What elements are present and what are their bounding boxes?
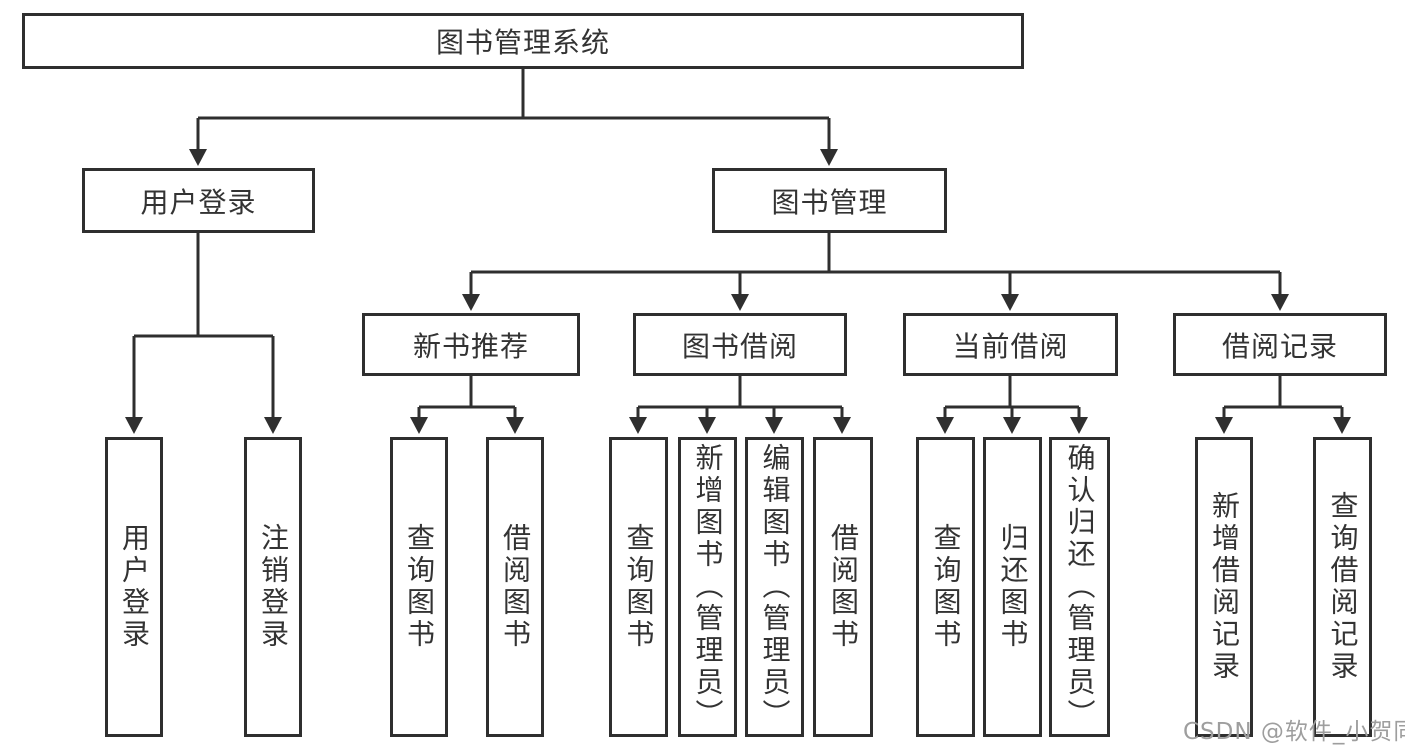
leaf-edit-book-admin: 编辑图书（管理员） (745, 437, 804, 737)
leaf-query-books-borrowing: 查询图书 (609, 437, 668, 737)
leaf-add-book-admin: 新增图书（管理员） (678, 437, 737, 737)
csdn-watermark: CSDN @软件_小贺同学 (1183, 719, 1405, 745)
leaf-query-books-recommend: 查询图书 (390, 437, 448, 737)
leaf-logout: 注销登录 (244, 437, 302, 737)
node-new-book-recommendation: 新书推荐 (362, 313, 580, 376)
leaf-add-borrow-record: 新增借阅记录 (1195, 437, 1253, 737)
arrowheads (125, 149, 1351, 434)
node-user-login: 用户登录 (82, 168, 315, 233)
leaf-user-login: 用户登录 (105, 437, 163, 737)
node-current-borrowing: 当前借阅 (903, 313, 1118, 376)
leaf-return-books: 归还图书 (983, 437, 1042, 737)
node-borrowing-records: 借阅记录 (1173, 313, 1387, 376)
node-book-borrowing: 图书借阅 (633, 313, 847, 376)
leaf-confirm-return-admin: 确认归还（管理员） (1049, 437, 1110, 737)
leaf-borrow-books-borrowing: 借阅图书 (813, 437, 873, 737)
leaf-query-borrow-record: 查询借阅记录 (1313, 437, 1372, 737)
leaf-query-books-current: 查询图书 (916, 437, 975, 737)
node-library-system: 图书管理系统 (22, 13, 1024, 69)
node-book-management: 图书管理 (712, 168, 947, 233)
leaf-borrow-books-recommend: 借阅图书 (486, 437, 544, 737)
